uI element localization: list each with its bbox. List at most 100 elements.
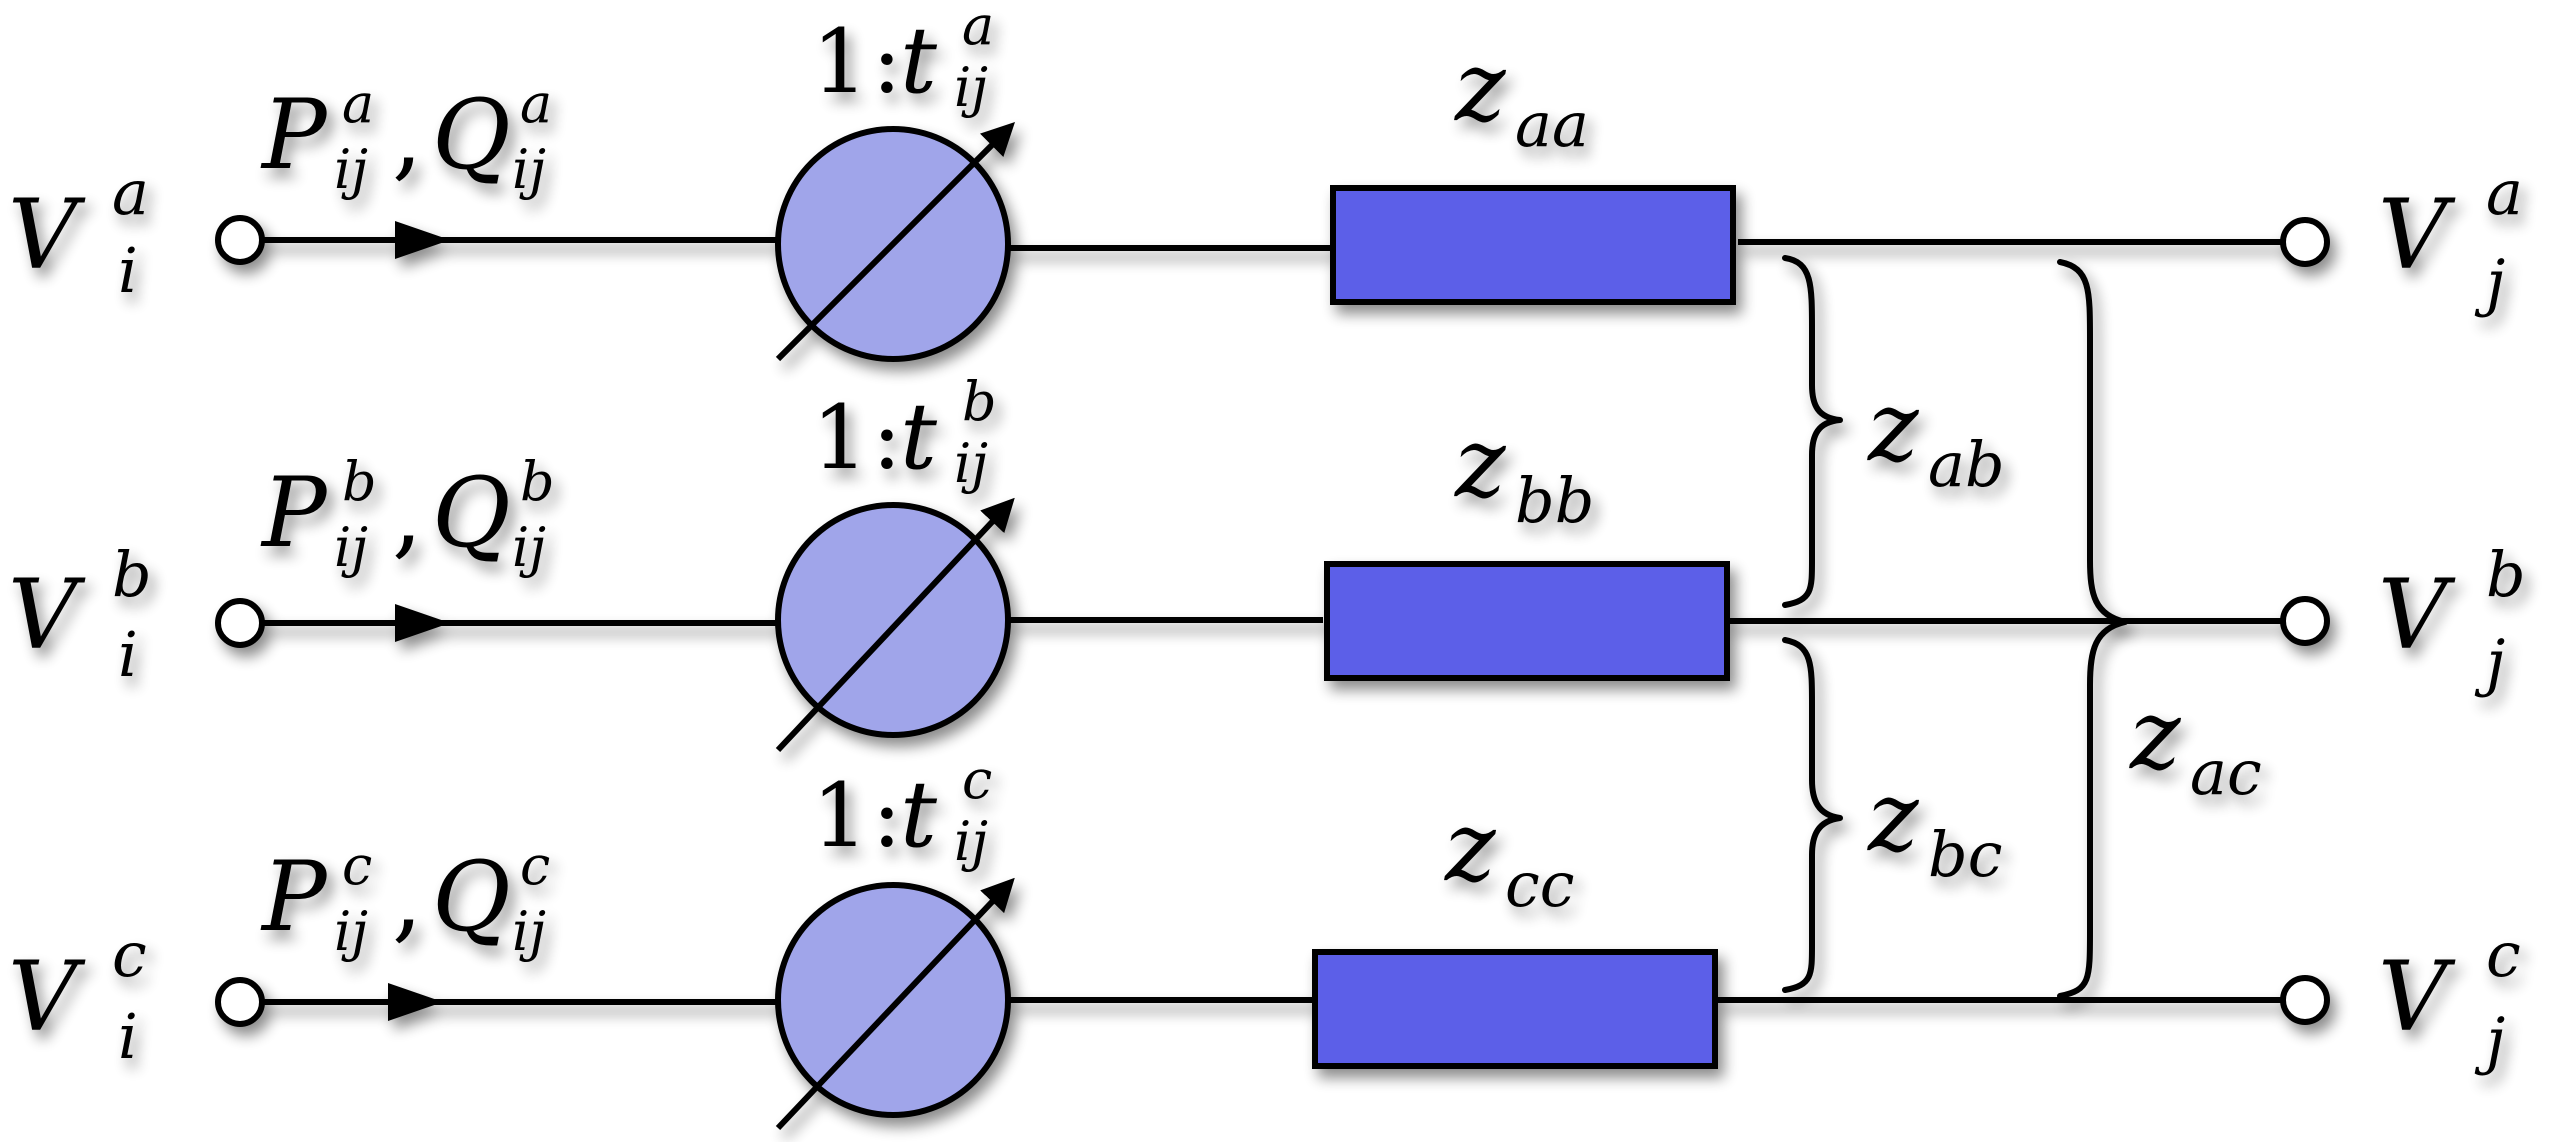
self-impedance-label-bb: z bb bbox=[1454, 407, 1594, 537]
terminal-icon bbox=[2280, 596, 2330, 646]
branch-subscript: ij bbox=[512, 138, 546, 201]
phase-superscript: c bbox=[342, 834, 372, 897]
voltage-symbol: V bbox=[8, 559, 86, 671]
phase-superscript: a bbox=[342, 72, 374, 135]
phase-superscript: c bbox=[112, 918, 147, 991]
branch-subscript: ij bbox=[334, 138, 368, 201]
impedance-symbol: z bbox=[1867, 371, 1920, 483]
phase-b-row bbox=[215, 497, 2330, 753]
phase-a-row bbox=[215, 121, 2330, 362]
flow-arrow-icon bbox=[388, 983, 443, 1021]
variable-ratio-arrow-icon bbox=[775, 877, 1015, 1131]
voltage-symbol: V bbox=[8, 179, 86, 291]
power-flow-label-b: P b ij , Q b ij bbox=[260, 450, 555, 579]
power-flow-label-a: P a ij , Q a ij bbox=[260, 72, 552, 201]
self-impedance-label-aa: z aa bbox=[1454, 31, 1589, 161]
bus-subscript: j bbox=[2474, 1004, 2505, 1077]
impedance-subscript: bb bbox=[1515, 464, 1594, 537]
active-power-symbol: P bbox=[260, 457, 328, 569]
ratio-one: 1 bbox=[812, 386, 868, 489]
impedance-block bbox=[1312, 949, 1718, 1069]
dest-voltage-label-b: V b j bbox=[2378, 538, 2526, 699]
terminal-icon bbox=[215, 598, 265, 648]
reactive-power-symbol: Q bbox=[432, 841, 511, 953]
branch-subscript: ij bbox=[512, 516, 546, 579]
brace-icon bbox=[1782, 637, 1843, 993]
mutual-impedance-label-ac: z ac bbox=[2129, 679, 2262, 809]
variable-ratio-arrow-icon bbox=[775, 497, 1015, 753]
impedance-subscript: bc bbox=[1928, 818, 2002, 891]
reactive-power-symbol: Q bbox=[432, 457, 511, 569]
voltage-symbol: V bbox=[2378, 179, 2456, 291]
voltage-symbol: V bbox=[8, 941, 86, 1053]
phase-superscript: a bbox=[962, 0, 994, 57]
mutual-impedance-label-ab: z ab bbox=[1867, 371, 2005, 501]
source-voltage-label-c: V c i bbox=[8, 918, 147, 1073]
ratio-one: 1 bbox=[812, 764, 868, 867]
branch-subscript: ij bbox=[954, 432, 988, 495]
turns-ratio-label-a: 1 : t a ij bbox=[812, 0, 994, 119]
terminal-icon bbox=[2280, 975, 2330, 1025]
flow-arrow-icon bbox=[395, 221, 450, 259]
comma: , bbox=[392, 457, 423, 569]
phase-c-row bbox=[215, 877, 2330, 1131]
phase-superscript: b bbox=[520, 450, 555, 513]
branch-subscript: ij bbox=[954, 56, 988, 119]
impedance-symbol: z bbox=[2129, 679, 2182, 791]
terminal-icon bbox=[2280, 217, 2330, 267]
branch-subscript: ij bbox=[512, 900, 546, 963]
source-voltage-label-b: V b i bbox=[8, 538, 152, 691]
tap-symbol: t bbox=[900, 761, 938, 868]
active-power-symbol: P bbox=[260, 79, 328, 191]
voltage-symbol: V bbox=[2378, 559, 2456, 671]
bus-subscript: i bbox=[118, 234, 138, 307]
phase-superscript: b bbox=[112, 538, 152, 611]
reactive-power-symbol: Q bbox=[432, 79, 511, 191]
tap-symbol: t bbox=[900, 383, 938, 490]
comma: , bbox=[392, 79, 423, 191]
self-impedance-label-cc: z cc bbox=[1444, 791, 1574, 921]
voltage-symbol: V bbox=[2378, 941, 2456, 1053]
source-voltage-label-a: V a i bbox=[8, 156, 149, 307]
impedance-subscript: ac bbox=[2190, 736, 2262, 809]
brace-icon bbox=[1782, 255, 1843, 608]
variable-ratio-arrow-icon bbox=[775, 121, 1016, 362]
dest-voltage-label-a: V a j bbox=[2378, 156, 2523, 319]
brace-icon bbox=[2057, 259, 2128, 999]
ratio-colon: : bbox=[872, 386, 902, 489]
bus-subscript: i bbox=[118, 1000, 138, 1073]
bus-subscript: i bbox=[118, 618, 138, 691]
impedance-subscript: aa bbox=[1515, 88, 1589, 161]
ratio-colon: : bbox=[872, 764, 902, 867]
branch-subscript: ij bbox=[334, 900, 368, 963]
turns-ratio-label-c: 1 : t c ij bbox=[812, 748, 992, 873]
mutual-impedance-label-bc: z bc bbox=[1867, 761, 2002, 891]
active-power-symbol: P bbox=[260, 841, 328, 953]
ratio-one: 1 bbox=[812, 10, 868, 113]
impedance-symbol: z bbox=[1444, 791, 1497, 903]
phase-superscript: a bbox=[112, 156, 149, 229]
phase-superscript: a bbox=[520, 72, 552, 135]
comma: , bbox=[392, 841, 423, 953]
phase-superscript: a bbox=[2486, 156, 2523, 229]
bus-subscript: j bbox=[2474, 626, 2505, 699]
labels: V a i P a ij , Q a ij 1 : t a ij z aa V … bbox=[8, 0, 2526, 1077]
impedance-block bbox=[1324, 561, 1730, 681]
flow-arrow-icon bbox=[395, 604, 450, 642]
terminal-icon bbox=[215, 215, 265, 265]
impedance-subscript: cc bbox=[1505, 848, 1574, 921]
impedance-subscript: ab bbox=[1928, 428, 2005, 501]
phase-superscript: c bbox=[962, 748, 992, 811]
phase-superscript: c bbox=[520, 834, 550, 897]
impedance-symbol: z bbox=[1867, 761, 1920, 873]
power-flow-label-c: P c ij , Q c ij bbox=[260, 834, 550, 963]
phase-superscript: b bbox=[2486, 538, 2526, 611]
branch-subscript: ij bbox=[954, 810, 988, 873]
phase-superscript: c bbox=[2486, 918, 2521, 991]
ratio-colon: : bbox=[872, 10, 902, 113]
bus-subscript: j bbox=[2474, 246, 2505, 319]
impedance-block bbox=[1330, 185, 1736, 305]
mutual-impedance-braces bbox=[1782, 255, 2128, 999]
branch-subscript: ij bbox=[334, 516, 368, 579]
